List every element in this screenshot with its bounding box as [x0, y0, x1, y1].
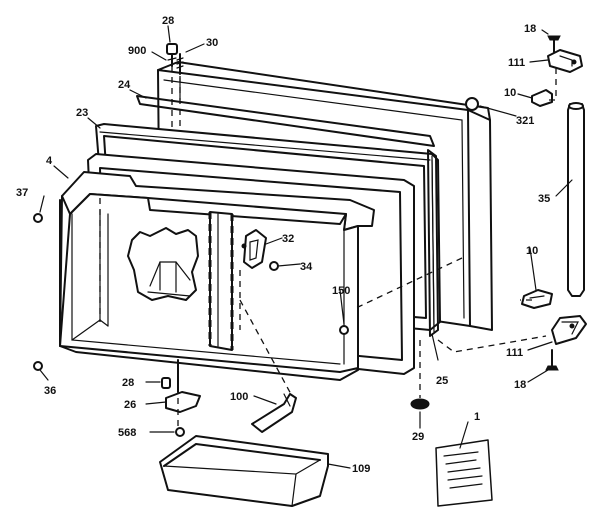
- callout-28-top: 28: [162, 15, 174, 27]
- callout-900: 900: [128, 45, 146, 57]
- storage-bin-109: [159, 435, 329, 507]
- bracket-10-top: [531, 89, 553, 107]
- door-liner-4: [59, 171, 375, 381]
- door-gasket-24: [136, 95, 435, 147]
- screw-18-bottom: [545, 349, 559, 371]
- callout-37: 37: [16, 187, 28, 199]
- bushing-321: [465, 97, 479, 111]
- assembly-lines: [171, 66, 557, 430]
- washer-29: [410, 398, 430, 410]
- hinge-pin-35: [567, 102, 585, 297]
- callout-34: 34: [300, 261, 313, 273]
- callout-321: 321: [516, 115, 534, 127]
- callout-10-bottom: 10: [526, 245, 538, 257]
- screw-568: [175, 427, 185, 437]
- callout-111-bottom: 111: [506, 347, 523, 359]
- callout-1: 1: [474, 411, 480, 423]
- screw-150: [339, 325, 349, 335]
- callout-labels: 28 900 30 24 23 4 37 321 18 111 10 35 32…: [16, 15, 550, 475]
- hinge-111-bottom: [551, 315, 587, 345]
- hinge-111-top: [547, 49, 583, 73]
- callout-111-top: 111: [508, 57, 525, 69]
- callout-10-top: 10: [504, 87, 516, 99]
- bracket-10-bottom: [521, 289, 553, 309]
- callout-568: 568: [118, 427, 136, 439]
- callout-35: 35: [538, 193, 550, 205]
- latch-assembly-32: [241, 229, 267, 269]
- callout-25: 25: [436, 375, 448, 387]
- screw-37: [33, 213, 43, 223]
- callout-18-bottom: 18: [514, 379, 526, 391]
- screw-28-bottom: [161, 377, 171, 389]
- callout-18-top: 18: [524, 23, 536, 35]
- screw-34: [269, 261, 279, 271]
- callout-36: 36: [44, 385, 56, 397]
- leader-lines: [39, 25, 573, 469]
- callout-30: 30: [206, 37, 218, 49]
- screw-36: [33, 361, 43, 371]
- callout-109: 109: [352, 463, 370, 475]
- shelf-support-100: [251, 393, 297, 433]
- screw-30: [176, 53, 184, 75]
- screw-28-top: [166, 43, 178, 67]
- bracket-26: [165, 359, 201, 413]
- callout-29: 29: [412, 431, 424, 443]
- callout-24: 24: [118, 79, 131, 91]
- callout-26: 26: [124, 399, 136, 411]
- callout-150: 150: [332, 285, 350, 297]
- callout-4: 4: [46, 155, 53, 167]
- instruction-card-1: [435, 439, 493, 507]
- callout-32: 32: [282, 233, 294, 245]
- callout-100: 100: [230, 391, 248, 403]
- callout-28-bottom: 28: [122, 377, 134, 389]
- screw-18-top: [547, 35, 561, 53]
- callout-23: 23: [76, 107, 88, 119]
